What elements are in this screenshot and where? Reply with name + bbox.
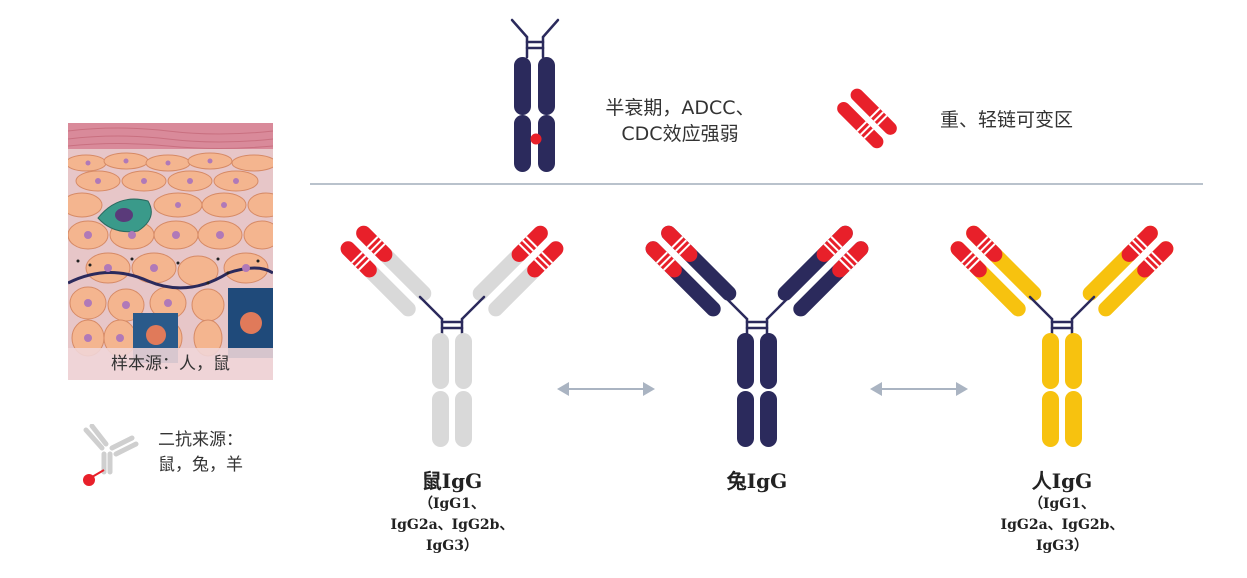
double-arrow-right (868, 378, 970, 400)
divider-line (310, 183, 1203, 185)
human-igg-sub3: IgG3） (1035, 538, 1089, 554)
mouse-igg-title: 鼠IgG (421, 469, 483, 493)
rabbit-igg-title: 兔IgG (726, 469, 788, 493)
mouse-igg-sub1: （IgG1、 (418, 496, 486, 512)
human-igg-sub1: （IgG1、 (1028, 496, 1096, 512)
rabbit-igg-antibody (627, 205, 887, 455)
variable-region-legend-icon (830, 80, 905, 155)
secondary-source-line2: 鼠，兔，羊 (158, 455, 243, 475)
human-igg-antibody (932, 205, 1192, 455)
fc-region-legend-icon (500, 15, 570, 177)
tissue-illustration (68, 123, 273, 380)
sample-source-label: 样本源：人，鼠 (68, 348, 273, 380)
human-igg-sub2: IgG2a、IgG2b、 (1000, 517, 1124, 533)
double-arrow-left (555, 378, 657, 400)
mouse-igg-sub2: IgG2a、IgG2b、 (390, 517, 514, 533)
human-igg-title: 人IgG (1031, 469, 1093, 493)
fc-legend-line1: 半衰期，ADCC、 (605, 97, 755, 119)
mouse-igg-sub3: IgG3） (425, 538, 479, 554)
secondary-source-line1: 二抗来源： (158, 430, 243, 450)
secondary-antibody-icon (78, 423, 140, 490)
mouse-igg-antibody (322, 205, 582, 455)
fc-legend-line2: CDC效应强弱 (621, 123, 739, 145)
variable-legend-label: 重、轻链可变区 (940, 109, 1074, 131)
